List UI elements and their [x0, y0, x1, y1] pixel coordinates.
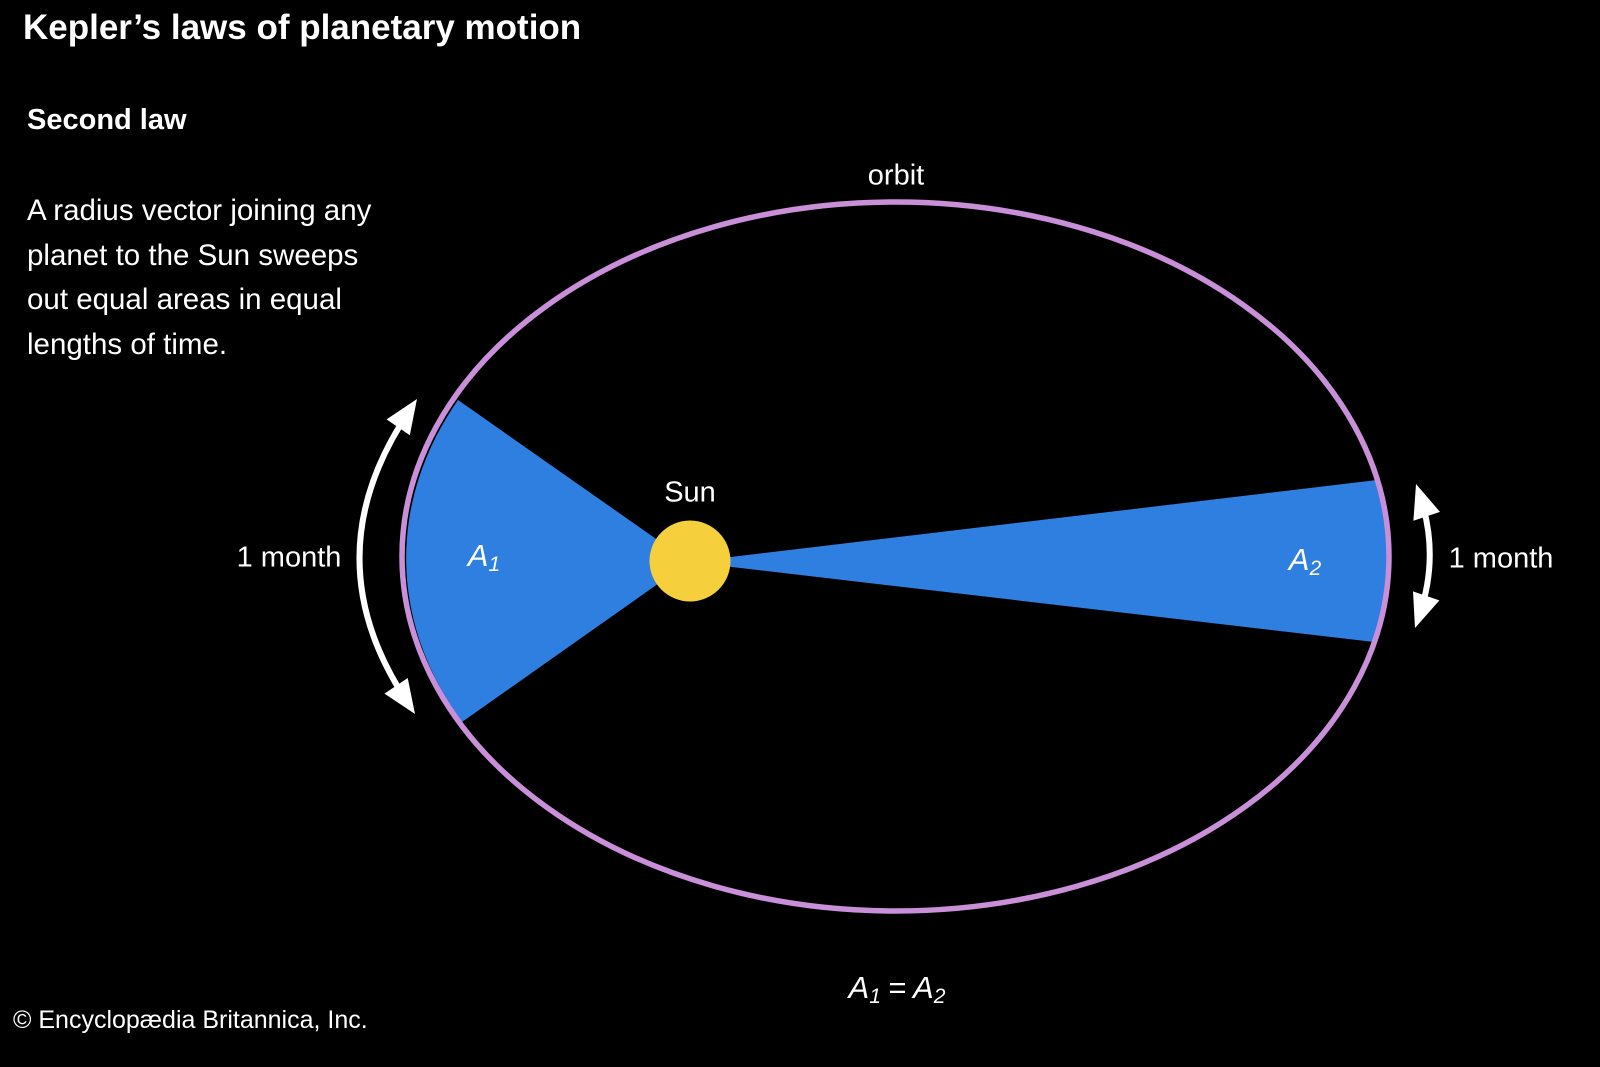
orbit-ellipse — [399, 199, 1392, 914]
left-month-arrow-arc — [356, 408, 413, 705]
equation-rhs-subscript: 2 — [933, 985, 946, 1009]
left-month-arrow — [356, 399, 417, 714]
right-month-arrow — [1413, 484, 1440, 628]
sweep-area-a1 — [406, 400, 689, 722]
area-a2-subscript: 2 — [1309, 557, 1322, 581]
equation-rhs-base: A — [913, 970, 934, 1005]
sun-label: Sun — [664, 476, 716, 509]
area-a1-base: A — [467, 538, 489, 573]
area-a1-subscript: 1 — [488, 553, 501, 577]
section-label: Second law — [27, 104, 187, 136]
equation-label: A1=A2 — [848, 970, 946, 1009]
left-month-arrow-head-top — [386, 399, 417, 436]
equation-lhs-subscript: 1 — [869, 985, 881, 1009]
page-title: Kepler’s laws of planetary motion — [23, 8, 582, 47]
area-a2-base: A — [1288, 542, 1310, 577]
equation-lhs-base: A — [848, 970, 870, 1005]
left-month-arrow-head-bottom — [384, 678, 415, 714]
area-a1-label: A1 — [467, 538, 501, 577]
left-month-label: 1 month — [236, 541, 342, 574]
equation-operator: = — [887, 970, 907, 1005]
right-month-arrow-head-bottom — [1413, 591, 1440, 628]
sweep-area-a2 — [689, 480, 1389, 642]
area-a2-label: A2 — [1288, 542, 1322, 581]
copyright-notice: © Encyclopædia Britannica, Inc. — [13, 1006, 368, 1034]
law-description: A radius vector joining any planet to th… — [27, 194, 372, 361]
right-month-arrow-head-top — [1413, 484, 1440, 521]
orbit-label: orbit — [867, 159, 925, 192]
right-month-label: 1 month — [1448, 542, 1554, 575]
sun-circle — [649, 520, 731, 602]
